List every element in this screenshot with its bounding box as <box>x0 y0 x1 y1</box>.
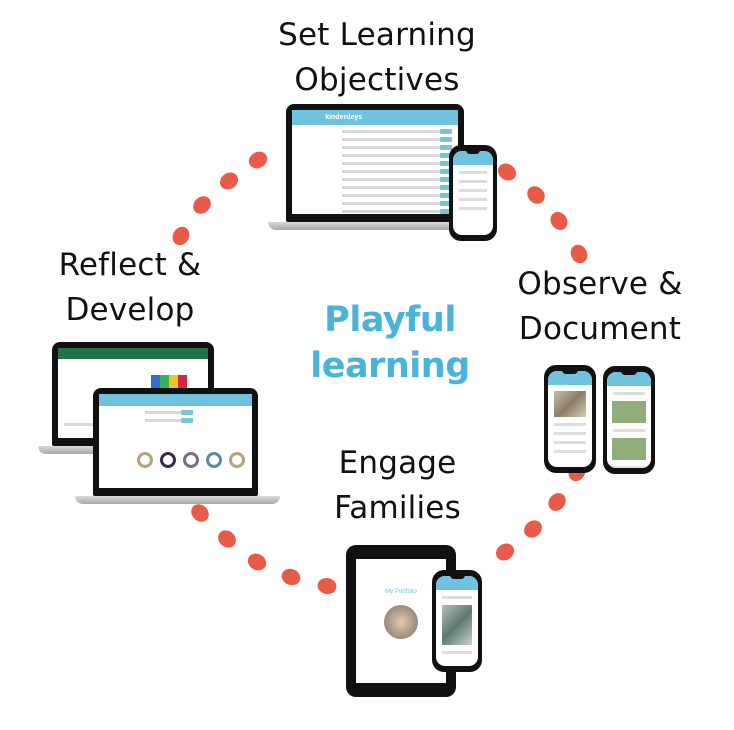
cycle-dot <box>544 489 570 515</box>
portfolio-title: My Portfolio <box>385 589 417 595</box>
cycle-dot <box>189 192 215 218</box>
stage-label-set-learning-objectives: Set Learning Objectives <box>262 13 492 103</box>
cycle-dot <box>244 550 270 574</box>
stage-line-2: Document <box>518 311 682 347</box>
app-brand: kinderdeys <box>325 113 363 121</box>
laptop-learning-objectives: kinderdeys <box>268 104 482 230</box>
cycle-dot <box>492 539 518 565</box>
child-photo <box>384 605 418 639</box>
cycle-dot <box>520 516 546 542</box>
phone-family-feed <box>432 570 482 672</box>
cycle-dot <box>316 576 338 596</box>
cycle-dot <box>546 208 572 234</box>
stage-label-observe-document: Observe & Document <box>500 262 700 352</box>
app-header-bar: kinderdeys <box>292 110 458 125</box>
cycle-dot <box>187 500 213 526</box>
cycle-dot <box>214 526 240 552</box>
cycle-dot <box>216 168 242 194</box>
phone-learning-objectives <box>449 145 497 241</box>
phone-observation <box>544 365 596 473</box>
stage-label-reflect-develop: Reflect & Develop <box>40 243 220 333</box>
stage-label-engage-families: Engage Families <box>310 441 485 531</box>
cycle-dot <box>494 159 520 185</box>
cycle-dot <box>245 148 271 172</box>
stage-line-1: Set Learning <box>278 17 476 53</box>
center-title-line-1: Playful <box>324 300 456 340</box>
cycle-dot <box>523 182 549 208</box>
stage-line-2: Objectives <box>294 62 460 98</box>
stage-line-1: Reflect & <box>58 247 202 283</box>
center-title-line-2: learning <box>310 346 470 386</box>
stage-line-2: Develop <box>65 292 195 328</box>
laptop-reflect-develop <box>75 388 280 504</box>
cycle-dot <box>279 566 303 588</box>
stage-line-1: Observe & <box>517 266 683 302</box>
stage-line-1: Engage <box>338 445 457 481</box>
center-title: Playful learning <box>300 297 480 389</box>
stage-line-2: Families <box>334 490 461 526</box>
phone-document <box>603 366 655 474</box>
